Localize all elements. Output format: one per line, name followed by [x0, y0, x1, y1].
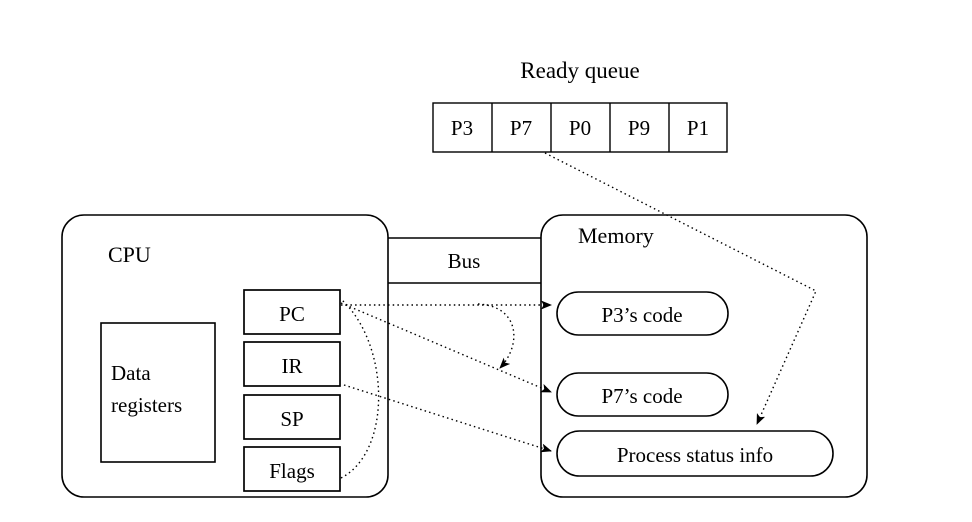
ready-queue-cell-4[interactable]: P1	[687, 116, 709, 140]
bus-group: Bus	[388, 237, 541, 284]
memory-block-label-process-status-info: Process status info	[617, 443, 773, 467]
connector-pc-to-p7-code	[340, 302, 552, 393]
register-box-sp[interactable]	[243, 394, 341, 440]
connectors-group	[340, 152, 817, 479]
cpu-label: CPU	[108, 242, 151, 267]
memory-block-p3-code[interactable]	[556, 291, 729, 336]
memory-group: Memory P3’s code P7’s code Process statu…	[540, 214, 868, 498]
register-label-pc: PC	[279, 302, 305, 326]
ready-queue-cell-2[interactable]: P0	[569, 116, 591, 140]
data-registers-box[interactable]	[100, 322, 216, 463]
memory-outline[interactable]	[540, 214, 868, 498]
memory-label: Memory	[578, 223, 654, 248]
cpu-group: CPU Data registers PC IR SP Flags	[61, 214, 389, 498]
ready-queue-cell-3[interactable]: P9	[628, 116, 650, 140]
register-box-ir[interactable]	[243, 341, 341, 387]
memory-block-label-p7-code: P7’s code	[601, 384, 682, 408]
register-label-ir: IR	[282, 354, 303, 378]
memory-block-process-status-info[interactable]	[556, 430, 834, 477]
data-registers-label-line1: Data	[111, 361, 151, 385]
ready-queue-cell-0[interactable]: P3	[451, 116, 473, 140]
connector-pc-curved-loop	[477, 303, 515, 369]
ready-queue-title: Ready queue	[520, 58, 639, 83]
memory-block-label-p3-code: P3’s code	[601, 303, 682, 327]
register-label-flags: Flags	[269, 459, 315, 483]
connector-flags-to-pc-arc	[340, 299, 380, 479]
register-label-sp: SP	[280, 407, 303, 431]
bus-label: Bus	[448, 249, 481, 273]
register-box-pc[interactable]	[243, 289, 341, 335]
ready-queue-outline	[432, 102, 728, 153]
ready-queue-group: Ready queue P3 P7 P0 P9 P1	[432, 58, 728, 153]
register-box-flags[interactable]	[243, 446, 341, 492]
memory-block-p7-code[interactable]	[556, 372, 729, 417]
ready-queue-cell-1[interactable]: P7	[510, 116, 532, 140]
data-registers-label-line2: registers	[111, 393, 182, 417]
connector-registers-to-process-status-info	[343, 384, 552, 453]
